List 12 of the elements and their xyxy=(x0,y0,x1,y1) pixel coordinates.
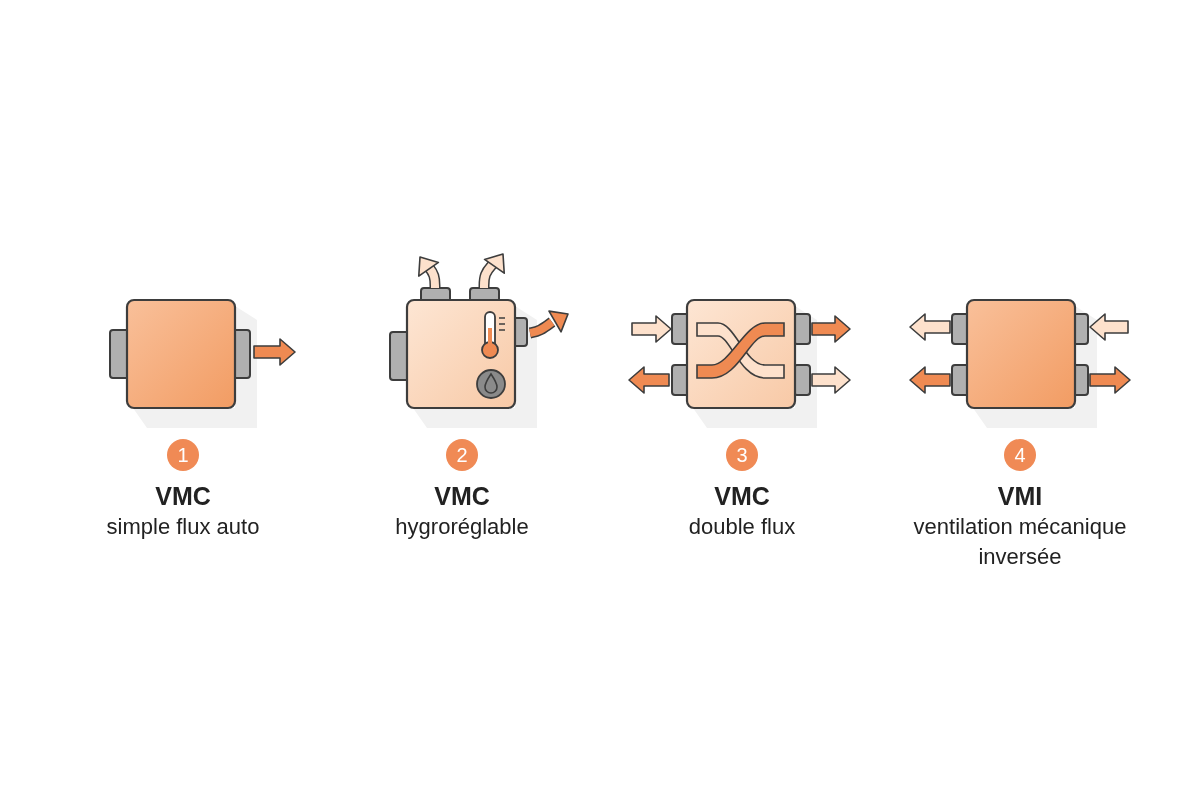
step-number: 2 xyxy=(446,439,478,471)
unit-type-heading: VMI xyxy=(997,481,1043,511)
unit-type-heading: VMC xyxy=(155,481,211,511)
unit-description: simple flux auto xyxy=(105,513,261,541)
unit-description: double flux xyxy=(687,513,797,541)
unit-type-heading: VMC xyxy=(434,481,490,511)
unit-description: ventilation mécanique inversée xyxy=(912,513,1128,571)
step-number: 3 xyxy=(726,439,758,471)
step-number: 1 xyxy=(167,439,199,471)
unit-description: hygroréglable xyxy=(394,513,530,541)
unit-type-heading: VMC xyxy=(714,481,770,511)
step-number: 4 xyxy=(1004,439,1036,471)
